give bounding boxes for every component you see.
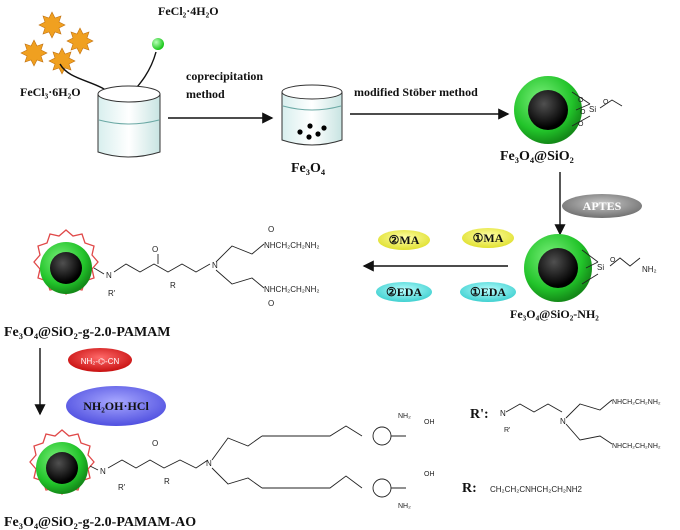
svg-text:R: R <box>170 281 176 290</box>
svg-text:OH: OH <box>424 471 435 478</box>
svg-text:Si: Si <box>589 105 596 114</box>
svg-text:R': R' <box>118 483 126 492</box>
step-coprecipitation: coprecipitation <box>186 69 263 83</box>
svg-text:NH₂: NH₂ <box>398 413 411 420</box>
nh2oh-label: NH₂OH·HCl <box>83 399 149 413</box>
svg-text:N: N <box>106 271 112 280</box>
product-fe3o4: Fe₃O₄ <box>291 161 326 176</box>
eda1-label: ①EDA <box>470 285 506 299</box>
svg-text:N: N <box>212 261 218 270</box>
svg-text:N: N <box>100 467 106 476</box>
svg-text:NHCH₂CH₂NH₂: NHCH₂CH₂NH₂ <box>264 241 320 250</box>
particle-pamam: N R' R O N NHCH₂CH₂NH₂ NHCH₂CH₂NH₂ O O <box>33 225 320 308</box>
svg-text:Si: Si <box>597 263 604 272</box>
svg-text:O: O <box>268 225 274 234</box>
svg-text:N: N <box>500 409 506 418</box>
cn-reagent-label: NH₂-⌬-CN <box>81 357 120 366</box>
fecl3-particles <box>20 11 94 75</box>
svg-text:OH: OH <box>424 419 435 426</box>
ma1-label: ①MA <box>473 231 504 245</box>
svg-text:O: O <box>152 439 158 448</box>
nh2oh-badge <box>66 386 166 426</box>
beaker-1 <box>97 85 161 158</box>
eda1-badge <box>460 282 516 302</box>
svg-text:R': R' <box>504 427 510 434</box>
particle-pamam-ao: N R' R O N NH₂ OH NH₂ OH <box>29 413 435 510</box>
legend-r: R: CH₂CH₂CNHCH₂CH₂NH2 <box>462 481 583 496</box>
step-stober: modified Stöber method <box>354 85 478 99</box>
step-coprecipitation-method: method <box>186 87 225 101</box>
cn-reagent-badge <box>68 348 132 372</box>
svg-text:R: R <box>164 477 170 486</box>
svg-text:NH₂: NH₂ <box>642 265 657 274</box>
product-fe3o4-sio2-nh2: Fe₃O₄@SiO₂-NH₂ <box>510 307 599 321</box>
legend-r-formula: CH₂CH₂CNHCH₂CH₂NH2 <box>490 485 583 494</box>
svg-text:O: O <box>580 109 586 116</box>
fecl3-label: FeCl₃·6H₂O <box>20 85 81 99</box>
eda2-badge <box>376 282 432 302</box>
ma1-badge <box>462 228 514 248</box>
legend-r-prime: R': N N NHCH₂CH₂NH₂ NHCH₂CH₂NH₂ R' <box>470 399 661 450</box>
svg-text:O: O <box>578 97 584 104</box>
fecl2-label: FeCl₂·4H₂O <box>158 4 219 18</box>
eda2-label: ②EDA <box>386 285 422 299</box>
product-pamam-ao: Fe₃O₄@SiO₂-g-2.0-PAMAM-AO <box>4 515 196 530</box>
svg-text:O: O <box>268 299 274 308</box>
ma2-badge <box>378 230 430 250</box>
svg-text:O: O <box>152 245 158 254</box>
product-fe3o4-sio2: Fe₃O₄@SiO₂ <box>500 149 574 164</box>
svg-text:O: O <box>603 99 609 106</box>
aptes-badge <box>562 194 642 218</box>
svg-text:NHCH₂CH₂NH₂: NHCH₂CH₂NH₂ <box>612 443 661 450</box>
svg-text:NH₂: NH₂ <box>398 503 411 510</box>
particle-fe3o4-sio2: Si O O O O <box>514 76 623 144</box>
beaker-2 <box>281 84 343 146</box>
svg-text:R': R' <box>108 289 116 298</box>
svg-text:N: N <box>560 417 566 426</box>
fecl2-particle <box>152 38 164 50</box>
svg-text:N: N <box>206 459 212 468</box>
svg-text:NHCH₂CH₂NH₂: NHCH₂CH₂NH₂ <box>612 399 661 406</box>
aptes-label: APTES <box>583 199 622 213</box>
legend-r-prime-label: R': <box>470 407 489 422</box>
ma2-label: ②MA <box>389 233 420 247</box>
svg-text:O: O <box>578 121 584 128</box>
product-pamam: Fe₃O₄@SiO₂-g-2.0-PAMAM <box>4 325 170 340</box>
svg-text:O: O <box>610 257 616 264</box>
particle-fe3o4-sio2-nh2: Si O NH₂ <box>524 234 657 302</box>
svg-text:NHCH₂CH₂NH₂: NHCH₂CH₂NH₂ <box>264 285 320 294</box>
legend-r-label: R: <box>462 481 477 496</box>
